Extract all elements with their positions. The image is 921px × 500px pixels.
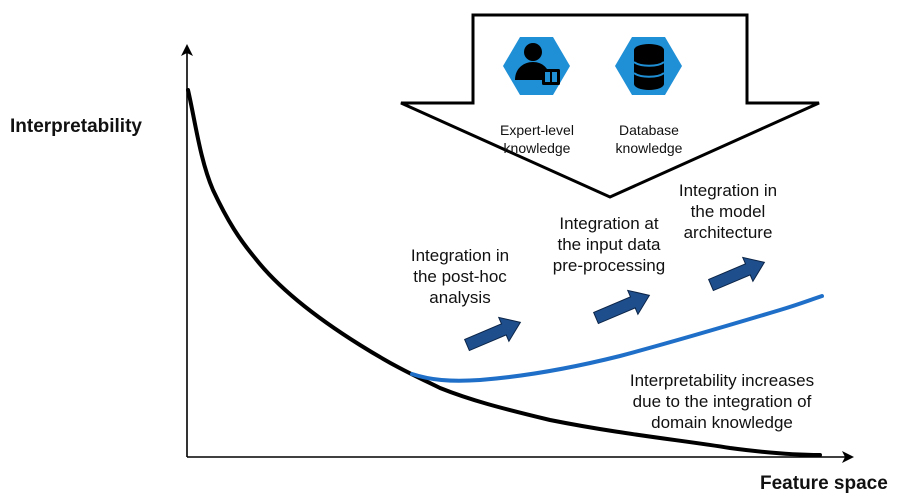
annotation-line: domain knowledge bbox=[651, 413, 793, 432]
stage-note-line: the post-hoc bbox=[413, 267, 507, 286]
expert-knowledge-line1: Expert-level bbox=[500, 122, 574, 138]
improved-interpretability-curve bbox=[410, 294, 824, 383]
stage-note-line: Integration in bbox=[678, 181, 778, 200]
stage-note-model-architecture: Integration in the model architecture bbox=[670, 180, 786, 243]
database-knowledge-caption: Database knowledge bbox=[604, 121, 694, 157]
annotation-line: Interpretability increases bbox=[629, 371, 815, 390]
knowledge-inflow-arrow bbox=[400, 13, 820, 199]
database-knowledge-line2: knowledge bbox=[615, 140, 683, 156]
database-knowledge-hexagon bbox=[615, 37, 682, 95]
stage-note-line: the input data bbox=[557, 235, 661, 254]
stage-arrow-pre-processing bbox=[592, 289, 651, 325]
y-axis-label: Interpretability bbox=[10, 116, 142, 137]
stage-note-line: analysis bbox=[429, 288, 491, 307]
expert-knowledge-line2: knowledge bbox=[503, 140, 571, 156]
stage-note-post-hoc: Integration in the post-hoc analysis bbox=[396, 245, 524, 308]
expert-knowledge-caption: Expert-level knowledge bbox=[494, 121, 580, 157]
interpretability-annotation: Interpretability increases due to the in… bbox=[612, 370, 832, 433]
stage-note-line: pre-processing bbox=[552, 256, 666, 275]
expert-knowledge-hexagon bbox=[503, 37, 570, 95]
stage-arrow-post-hoc bbox=[463, 316, 522, 352]
database-icon bbox=[633, 44, 665, 90]
database-knowledge-line1: Database bbox=[619, 122, 679, 138]
stage-note-line: architecture bbox=[683, 223, 773, 242]
stage-note-line: Integration at bbox=[559, 214, 659, 233]
x-axis-label: Feature space bbox=[760, 473, 888, 494]
expert-reading-icon bbox=[515, 43, 560, 85]
stage-note-pre-processing: Integration at the input data pre-proces… bbox=[544, 213, 674, 276]
stage-note-line: the model bbox=[690, 202, 766, 221]
stage-arrow-model-architecture bbox=[707, 256, 766, 292]
stage-note-line: Integration in bbox=[410, 246, 510, 265]
annotation-line: due to the integration of bbox=[632, 392, 812, 411]
